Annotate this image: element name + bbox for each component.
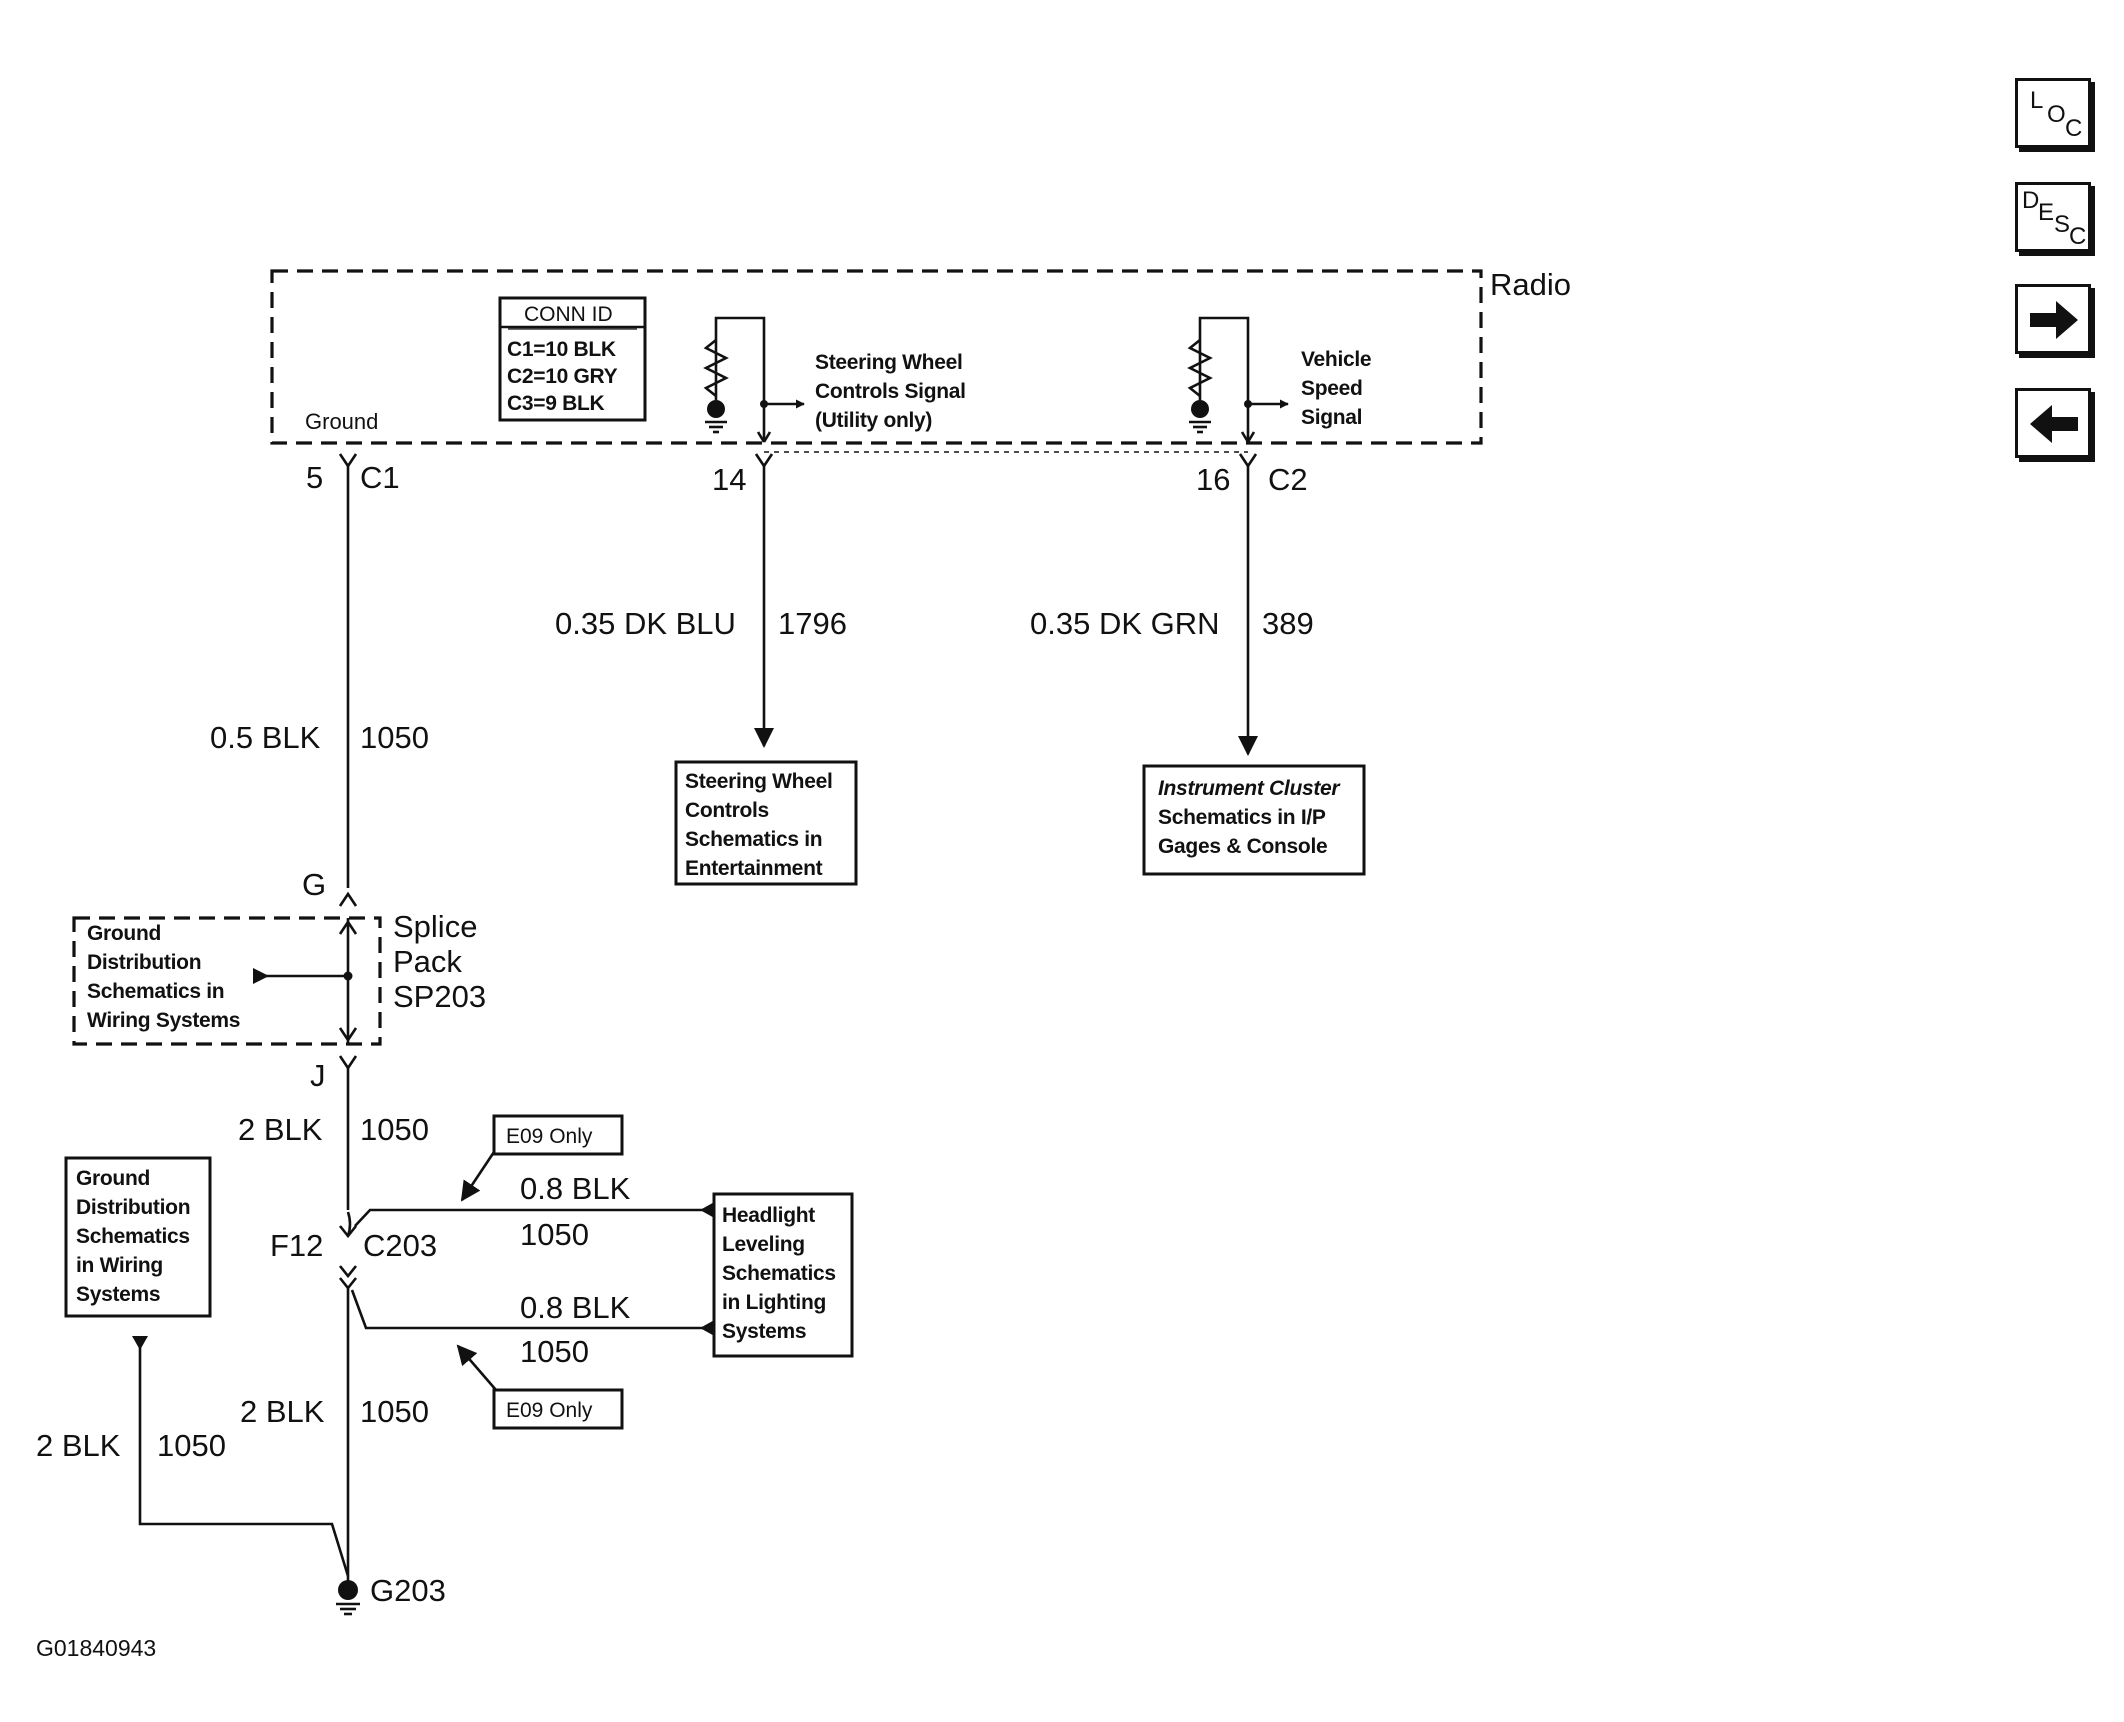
speed-signal-circuit: Vehicle Speed Signal bbox=[1187, 316, 1372, 443]
loc-letter-c: C bbox=[2065, 115, 2083, 142]
c1-pin-number: 5 bbox=[306, 460, 323, 495]
ground-left-ref-line-1: Ground bbox=[76, 1167, 150, 1190]
steering-pin-number: 14 bbox=[712, 462, 746, 497]
arrow-right-icon bbox=[2030, 301, 2078, 339]
speed-signal-line-2: Speed bbox=[1301, 377, 1363, 400]
option-e09-top: E09 Only bbox=[460, 1114, 624, 1202]
steering-ref-line-1: Steering Wheel bbox=[685, 770, 833, 793]
speed-wire-389: 16 C2 0.35 DK GRN 389 Instrument Cluster… bbox=[1030, 453, 1366, 876]
steering-signal-line-1: Steering Wheel bbox=[815, 351, 963, 374]
speed-pin-number: 16 bbox=[1196, 462, 1230, 497]
loc-letter-l: L bbox=[2030, 87, 2044, 114]
wire-hl-top-gauge: 0.8 BLK bbox=[520, 1171, 631, 1206]
desc-letter-c: C bbox=[2069, 223, 2087, 250]
steering-ref-line-3: Schematics in bbox=[685, 828, 822, 851]
speed-signal-line-1: Vehicle bbox=[1301, 348, 1371, 371]
desc-letter-e: E bbox=[2038, 199, 2055, 226]
ground-splice-ref-line-4: Wiring Systems bbox=[87, 1009, 240, 1032]
c203-pin-f12: F12 bbox=[270, 1228, 323, 1263]
next-button[interactable] bbox=[2015, 284, 2091, 354]
wire-1050-top-circuit: 1050 bbox=[360, 720, 429, 755]
steering-signal-line-3: (Utility only) bbox=[815, 409, 932, 432]
wire-1050-mid-circuit: 1050 bbox=[360, 1112, 429, 1147]
splice-pack-boundary bbox=[72, 916, 382, 1046]
headlight-ref-line-1: Headlight bbox=[722, 1204, 815, 1227]
wire-1050-mid-gauge: 2 BLK bbox=[238, 1112, 323, 1147]
wire-1796-gauge: 0.35 DK BLU bbox=[555, 606, 736, 641]
g203-label: G203 bbox=[370, 1573, 446, 1608]
ground-left-ref: Ground Distribution Schematics in Wiring… bbox=[64, 1156, 212, 1318]
conn-id-title: CONN ID bbox=[524, 303, 613, 326]
option-e09-top-label: E09 Only bbox=[506, 1125, 593, 1148]
steering-ref-line-4: Entertainment bbox=[685, 857, 823, 880]
cluster-ref-box bbox=[1142, 764, 1366, 876]
headlight-ref-line-5: Systems bbox=[722, 1320, 806, 1343]
ground-splice-ref-line-3: Schematics in bbox=[87, 980, 224, 1003]
steering-signal-circuit: Steering Wheel Controls Signal (Utility … bbox=[703, 316, 966, 443]
radio-title: Radio bbox=[1490, 267, 1571, 302]
wire-1050-top-gauge: 0.5 BLK bbox=[210, 720, 321, 755]
radio-ground-label: Ground bbox=[305, 409, 378, 434]
desc-letter-s: S bbox=[2054, 211, 2071, 238]
ground-splice-ref-line-1: Ground bbox=[87, 922, 161, 945]
steering-ref-line-2: Controls bbox=[685, 799, 769, 822]
splice-pack-line-3: SP203 bbox=[393, 979, 486, 1014]
steering-ref-box bbox=[674, 760, 858, 886]
conn-id-line-2: C2=10 GRY bbox=[507, 365, 618, 388]
wire-389-gauge: 0.35 DK GRN bbox=[1030, 606, 1220, 641]
headlight-ref-line-4: in Lighting bbox=[722, 1291, 826, 1314]
wire-1050-low-circuit: 1050 bbox=[360, 1394, 429, 1429]
loc-letter-o: O bbox=[2047, 101, 2066, 128]
ground-splice-ref-line-2: Distribution bbox=[87, 951, 201, 974]
arrow-left-icon bbox=[2030, 405, 2078, 443]
headlight-ref: Headlight Leveling Schematics in Lightin… bbox=[712, 1192, 854, 1358]
ground-left-ref-line-3: Schematics bbox=[76, 1225, 190, 1248]
ground-left-ref-line-5: Systems bbox=[76, 1283, 160, 1306]
c2-connector-label: C2 bbox=[1268, 462, 1308, 497]
wire-1050-low-gauge: 2 BLK bbox=[240, 1394, 325, 1429]
wire-hl-bot-circuit: 1050 bbox=[520, 1334, 589, 1369]
speed-signal-line-3: Signal bbox=[1301, 406, 1362, 429]
wire-hl-top-circuit: 1050 bbox=[520, 1217, 589, 1252]
cluster-ref-line-2: Schematics in I/P bbox=[1158, 806, 1326, 829]
wire-1050-left-circuit: 1050 bbox=[157, 1428, 226, 1463]
figure-id: G01840943 bbox=[36, 1635, 156, 1661]
back-button[interactable] bbox=[2015, 388, 2091, 458]
desc-button[interactable]: D E S C bbox=[2015, 182, 2091, 252]
option-e09-bottom: E09 Only bbox=[456, 1344, 624, 1430]
cluster-ref-line-1: Instrument Cluster bbox=[1158, 777, 1341, 800]
splice-pin-j: J bbox=[310, 1058, 326, 1093]
headlight-ref-line-3: Schematics bbox=[722, 1262, 836, 1285]
splice-pack-line-1: Splice bbox=[393, 909, 477, 944]
desc-letter-d: D bbox=[2022, 187, 2040, 214]
ground-left-ref-line-4: in Wiring bbox=[76, 1254, 163, 1277]
ground-wire-1050: 5 C1 0.5 BLK 1050 G Ground Distribution … bbox=[36, 453, 718, 1616]
c203-connector-label: C203 bbox=[363, 1228, 437, 1263]
ground-left-ref-line-2: Distribution bbox=[76, 1196, 190, 1219]
steering-wire-1796: 14 0.35 DK BLU 1796 Steering Wheel Contr… bbox=[555, 453, 858, 886]
splice-pin-g: G bbox=[302, 867, 326, 902]
splice-pack-line-2: Pack bbox=[393, 944, 462, 979]
wire-389-circuit: 389 bbox=[1262, 606, 1314, 641]
g203-ground-dot bbox=[338, 1580, 358, 1600]
steering-ground-dot bbox=[707, 400, 725, 418]
wire-1796-circuit: 1796 bbox=[778, 606, 847, 641]
headlight-ref-box bbox=[712, 1192, 854, 1358]
wire-1050-left-gauge: 2 BLK bbox=[36, 1428, 121, 1463]
speed-ground-dot bbox=[1191, 400, 1209, 418]
ground-left-ref-box bbox=[64, 1156, 212, 1318]
conn-id-line-3: C3=9 BLK bbox=[507, 392, 605, 415]
steering-signal-line-2: Controls Signal bbox=[815, 380, 966, 403]
cluster-ref-line-3: Gages & Console bbox=[1158, 835, 1327, 858]
option-e09-bottom-label: E09 Only bbox=[506, 1399, 593, 1422]
loc-button[interactable]: L O C bbox=[2015, 78, 2091, 148]
c1-connector-label: C1 bbox=[360, 460, 400, 495]
headlight-ref-line-2: Leveling bbox=[722, 1233, 805, 1256]
conn-id-table: CONN ID C1=10 BLK C2=10 GRY C3=9 BLK bbox=[498, 296, 647, 422]
conn-id-line-1: C1=10 BLK bbox=[507, 338, 616, 361]
radio-module: Radio Ground bbox=[270, 267, 1571, 445]
radio-boundary bbox=[270, 269, 1483, 445]
wire-hl-bot-gauge: 0.8 BLK bbox=[520, 1290, 631, 1325]
